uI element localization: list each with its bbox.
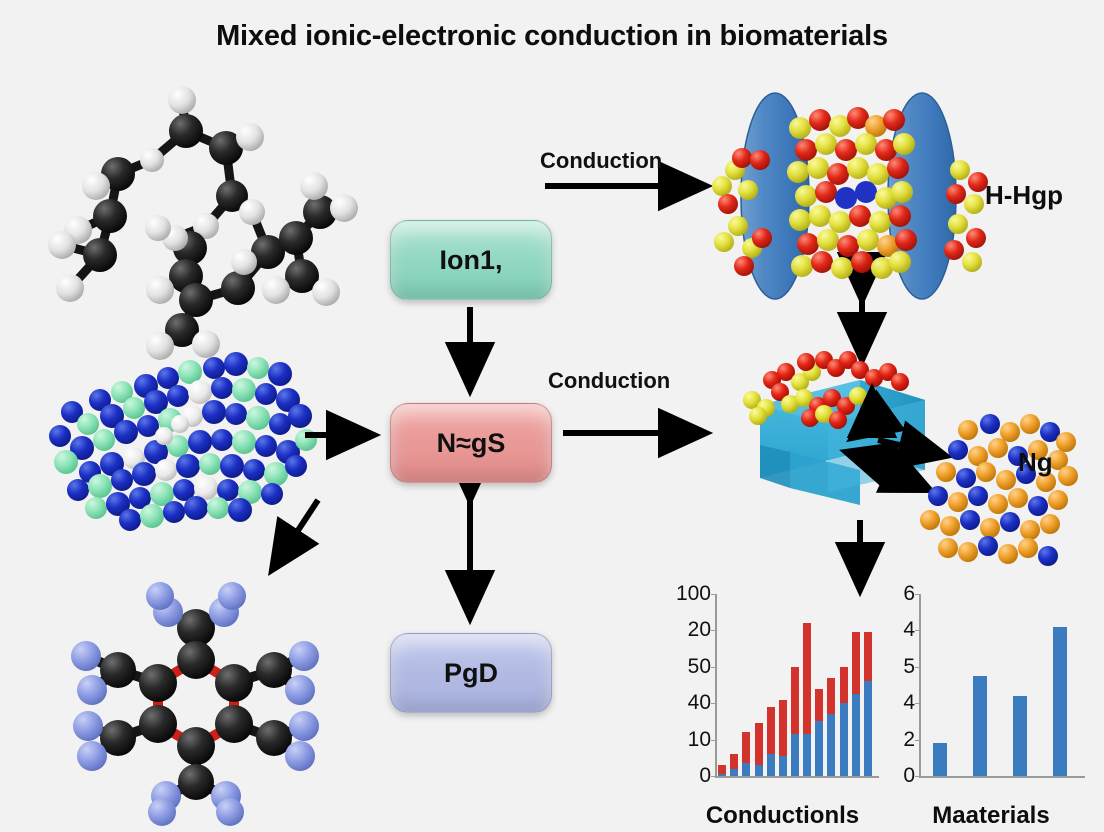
y-axis	[919, 594, 921, 776]
y-tick-label: 2	[903, 727, 915, 751]
bar-segment-lower	[815, 721, 824, 776]
node-ion1-label: Ion1,	[439, 244, 503, 275]
bar-stacked	[803, 623, 812, 776]
bar-stacked	[730, 754, 739, 776]
bar-segment-upper	[778, 699, 787, 756]
molecule-protein	[49, 352, 317, 531]
y-tick-label: 40	[687, 691, 711, 715]
bar-segment-lower	[754, 765, 763, 776]
label-h-hgp: H-Hgp	[985, 180, 1063, 210]
bar-segment-upper	[766, 706, 775, 755]
arrow-label-conduction-middle: Conduction	[548, 368, 671, 393]
y-tick-label: 6	[903, 582, 915, 605]
bar-segment-upper	[839, 666, 848, 704]
bar-stacked	[718, 765, 727, 776]
x-axis	[715, 776, 879, 778]
bar	[1012, 695, 1028, 776]
bar-segment-upper	[790, 666, 799, 735]
chart-materials-xlabel: Maaterials	[932, 802, 1050, 829]
y-tick-mark	[915, 776, 920, 777]
bar-segment-lower	[827, 714, 836, 776]
bar	[932, 743, 948, 776]
bar-segment-upper	[863, 632, 872, 682]
chart-materials-plot: 6 4 5 4 2 0	[903, 582, 1085, 787]
node-pgd-label: PgD	[444, 657, 498, 688]
y-tick-mark	[915, 739, 920, 741]
node-pgd[interactable]: PgD	[390, 633, 552, 713]
bar-stacked	[839, 666, 848, 776]
y-tick-mark	[711, 703, 716, 705]
figure-title: Mixed ionic-electronic conduction in bio…	[216, 20, 888, 52]
y-tick-label: 100	[675, 582, 711, 605]
y-axis	[715, 594, 717, 776]
x-axis	[919, 776, 1085, 778]
bar-stacked	[863, 632, 872, 776]
label-ng: Ng	[1018, 447, 1053, 477]
device-parallel-plates	[712, 92, 988, 300]
bar-segment-lower	[851, 694, 860, 776]
molecule-polymer-network	[920, 414, 1078, 566]
bar-stacked	[766, 706, 775, 776]
bar-segment-lower	[742, 763, 751, 776]
y-tick-mark	[915, 703, 920, 705]
y-tick-mark	[711, 666, 716, 668]
y-tick-label: 0	[903, 764, 915, 787]
bar-segment-lower	[766, 754, 775, 776]
node-ion1[interactable]: Ion1,	[390, 220, 552, 300]
node-ngs-label: N≈gS	[436, 427, 506, 458]
y-tick-mark	[711, 776, 716, 777]
y-tick-label: 4	[903, 618, 915, 642]
bar-segment-upper	[754, 723, 763, 766]
y-tick-label: 0	[699, 764, 711, 787]
y-tick-label: 50	[687, 654, 711, 678]
bar-segment-lower	[803, 734, 812, 776]
bar-segment-upper	[851, 632, 860, 695]
bar-segment-upper	[827, 677, 836, 715]
bar	[972, 675, 988, 776]
bar-segment-upper	[742, 732, 751, 764]
bar-stacked	[754, 723, 763, 776]
bar-stacked	[851, 632, 860, 776]
chart-conduction-xlabel: Conductionls	[705, 802, 860, 829]
arrow-label-conduction-top: Conduction	[540, 148, 663, 173]
bar-segment-lower	[778, 755, 787, 776]
molecule-aromatic-ring	[71, 582, 319, 826]
y-tick-mark	[915, 666, 920, 668]
y-tick-mark	[915, 630, 920, 632]
bar-stacked	[827, 677, 836, 776]
bar-stacked	[742, 732, 751, 776]
y-tick-label: 5	[903, 654, 915, 678]
y-tick-label: 10	[687, 727, 711, 751]
y-tick-mark	[711, 739, 716, 741]
y-tick-label: 20	[687, 618, 711, 642]
bar-stacked	[815, 688, 824, 776]
bar	[1052, 626, 1068, 776]
bar-segment-lower	[790, 734, 799, 776]
bar-segment-lower	[863, 681, 872, 776]
y-tick-mark	[711, 630, 716, 632]
bar-segment-lower	[839, 703, 848, 776]
y-tick-label: 4	[903, 691, 915, 715]
bar-segment-upper	[815, 688, 824, 722]
chart-materials: 6 4 5 4 2 0 Maaterials	[886, 582, 1096, 832]
bar-segment-upper	[803, 623, 812, 735]
y-tick-mark	[915, 594, 920, 595]
bar-segment-lower	[718, 774, 727, 776]
y-tick-mark	[711, 594, 716, 595]
bar-segment-upper	[730, 754, 739, 769]
bar-stacked	[790, 666, 799, 776]
bar-stacked	[778, 699, 787, 776]
bar-segment-lower	[730, 768, 739, 776]
bar-segment-upper	[718, 765, 727, 775]
node-ngs[interactable]: N≈gS	[390, 403, 552, 483]
flow-arrows	[268, 160, 888, 626]
